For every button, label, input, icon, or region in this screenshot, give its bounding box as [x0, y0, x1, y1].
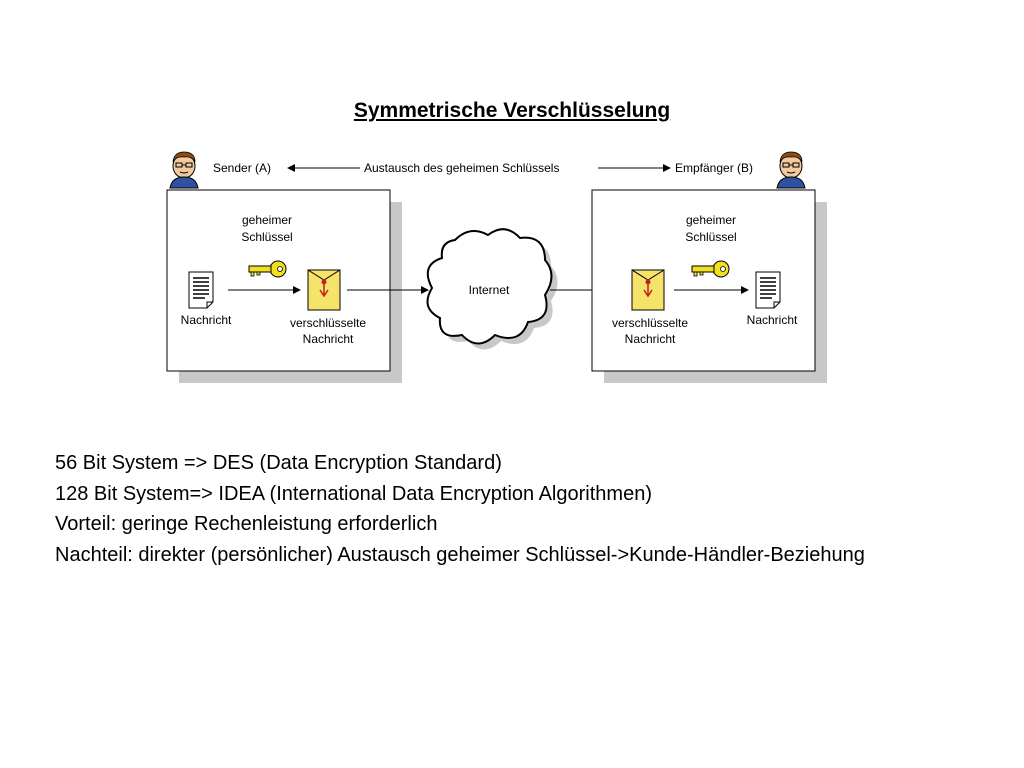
symmetric-encryption-diagram: Sender (A) Austausch des geheimen Schlüs…: [166, 151, 827, 383]
left-key-label-1: geheimer: [242, 213, 292, 227]
internet-label: Internet: [469, 283, 510, 297]
right-encrypted-label-1: verschlüsselte: [612, 316, 688, 330]
line-disadvantage: Nachteil: direkter (persönlicher) Austau…: [55, 543, 865, 566]
internet-cloud-icon: [426, 228, 553, 345]
left-key-label-2: Schlüssel: [241, 230, 292, 244]
right-envelope-icon: [631, 269, 665, 311]
right-message-label: Nachricht: [747, 313, 798, 327]
left-document-icon: [188, 271, 214, 309]
line-idea: 128 Bit System=> IDEA (International Dat…: [55, 482, 652, 505]
right-key-label-1: geheimer: [686, 213, 736, 227]
text-block: 56 Bit System => DES (Data Encryption St…: [55, 448, 865, 570]
left-message-label: Nachricht: [181, 313, 232, 327]
receiver-person-icon: [776, 151, 806, 189]
right-encrypted-label-2: Nachricht: [625, 332, 676, 346]
line-advantage: Vorteil: geringe Rechenleistung erforder…: [55, 513, 438, 535]
exchange-label: Austausch des geheimen Schlüssels: [364, 161, 559, 175]
receiver-label: Empfänger (B): [675, 161, 753, 175]
left-encrypted-label-2: Nachricht: [303, 332, 354, 346]
line-des: 56 Bit System => DES (Data Encryption St…: [55, 452, 502, 474]
sender-person-icon: [169, 151, 199, 189]
left-encrypted-label-1: verschlüsselte: [290, 316, 366, 330]
left-envelope-icon: [307, 269, 341, 311]
sender-label: Sender (A): [213, 161, 271, 175]
right-document-icon: [755, 271, 781, 309]
slide-title: Symmetrische Verschlüsselung: [353, 99, 671, 122]
right-key-label-2: Schlüssel: [685, 230, 736, 244]
